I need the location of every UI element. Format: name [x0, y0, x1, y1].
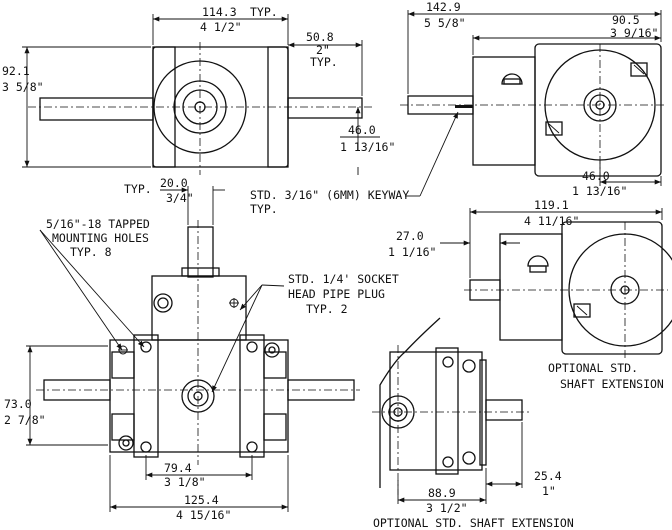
dim-bot-width-in: 3 1/2"	[426, 501, 468, 515]
dim-shaft-dia-typ: TYP.	[124, 182, 152, 196]
dim-shaft-len-in: 2"	[316, 43, 330, 57]
dim-center-mm: 46.0	[348, 123, 376, 137]
dim-front-height-mm: 73.0	[4, 397, 32, 411]
optional-bottom-view	[372, 317, 530, 504]
note-plug-line1: STD. 1/4' SOCKET	[288, 272, 399, 286]
dim-center-in: 1 13/16"	[340, 140, 395, 154]
top-view	[22, 14, 380, 175]
dim-top-width-mm: 114.3	[202, 5, 237, 19]
dim-front-height-in: 2 7/8"	[4, 413, 46, 427]
note-holes-line2: MOUNTING HOLES	[52, 231, 149, 245]
dim-base-width-mm: 125.4	[184, 493, 219, 507]
dim-shaft-len-mm: 50.8	[306, 30, 334, 44]
dim-hole-space-mm: 79.4	[164, 461, 192, 475]
dim-base-width-in: 4 15/16"	[176, 508, 231, 522]
dim-height-mm: 92.1	[2, 64, 30, 78]
dim-opt-width-in: 4 11/16"	[524, 214, 579, 228]
dim-side-width-mm: 142.9	[426, 0, 461, 14]
dim-bot-ext-in: 1"	[542, 484, 556, 498]
dim-side-center-mm: 46.0	[582, 169, 610, 183]
dim-opt-width-mm: 119.1	[534, 198, 569, 212]
note-plug-line3: TYP. 2	[306, 302, 348, 316]
note-opt-side-line1: OPTIONAL STD.	[548, 361, 638, 375]
note-plug-line2: HEAD PIPE PLUG	[288, 287, 385, 301]
note-holes-line3: TYP. 8	[70, 245, 112, 259]
side-view	[400, 10, 666, 186]
dim-height-in: 3 5/8"	[2, 80, 44, 94]
note-opt-bottom: OPTIONAL STD. SHAFT EXTENSION	[373, 516, 574, 530]
note-holes-line1: 5/16"-18 TAPPED	[46, 217, 150, 231]
dim-side-center-in: 1 13/16"	[572, 184, 627, 198]
dim-hole-space-in: 3 1/8"	[164, 475, 206, 489]
note-keyway-line2: TYP.	[250, 202, 278, 216]
note-opt-side-line2: SHAFT EXTENSION	[560, 377, 664, 391]
dim-side-off-in: 3 9/16"	[610, 26, 658, 40]
dim-shaft-dia-mm: 20.0	[160, 176, 188, 190]
dim-top-width-typ: TYP.	[250, 5, 278, 19]
dim-top-width-in: 4 1/2"	[200, 20, 242, 34]
front-view	[26, 186, 360, 512]
dim-bot-width-mm: 88.9	[428, 486, 456, 500]
dim-shaft-len-typ: TYP.	[310, 55, 338, 69]
note-keyway-line1: STD. 3/16" (6MM) KEYWAY	[250, 188, 409, 202]
dim-bot-ext-mm: 25.4	[534, 469, 562, 483]
dim-side-off-mm: 90.5	[612, 13, 640, 27]
optional-side-view	[440, 208, 672, 360]
dim-opt-off-mm: 27.0	[396, 229, 424, 243]
dim-opt-off-in: 1 1/16"	[388, 245, 436, 259]
dim-shaft-dia-in: 3/4"	[166, 191, 194, 205]
dim-side-width-in: 5 5/8"	[424, 16, 466, 30]
